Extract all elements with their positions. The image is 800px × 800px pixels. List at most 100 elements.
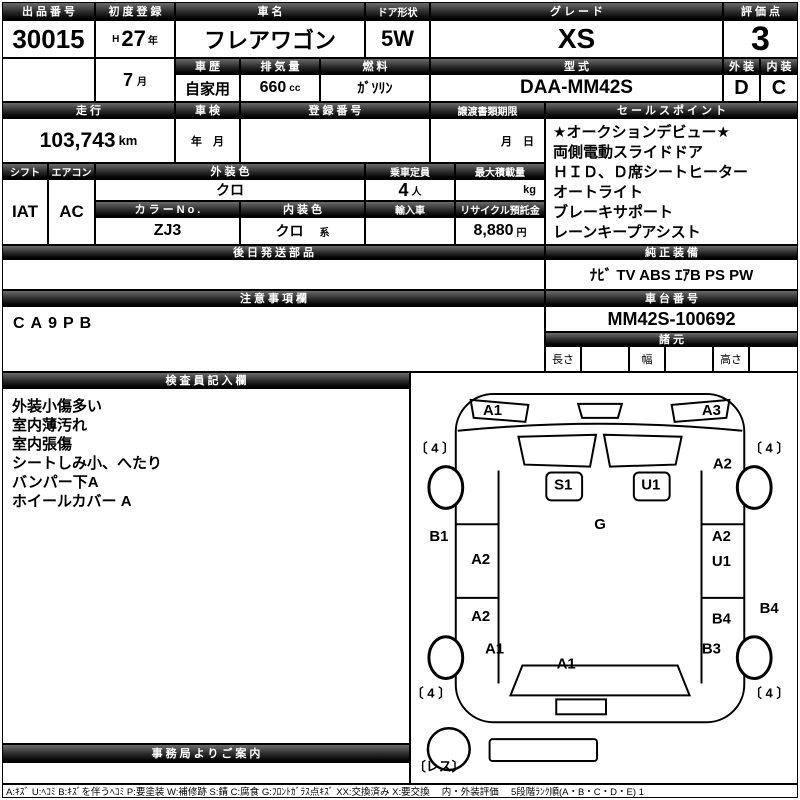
width-value [665,346,713,372]
height-value [749,346,798,372]
registration-number-header: 登録番号 [240,102,430,118]
door-seams [455,523,745,599]
recycle-amount: 8,880 [473,222,514,239]
length-value [581,346,629,372]
history-header: 車歴 [175,58,240,74]
width-label: 幅 [629,346,665,372]
mileage-value: 103,743 km [2,118,175,163]
exterior-color-header: 外装色 [95,163,365,179]
displacement-number: 660 [259,79,287,96]
damage-mark: 〔 4 〕 [415,441,455,456]
wheel-front-right [735,465,773,510]
exterior-color-value: クロ [95,179,365,201]
exterior-grade: D [723,74,760,102]
interior-color-name: クロ [275,223,304,239]
interior-header: 内装 [760,58,798,74]
interior-color-value: クロ 系 [240,217,365,245]
damage-mark: 〔レス〕 [413,759,465,774]
wheel-front-left [427,465,465,510]
list-line: 両側電動スライドドア [553,144,704,161]
damage-mark: A3 [702,402,721,419]
exterior-header: 外装 [723,58,760,74]
list-line: 室内薄汚れ [12,417,88,434]
color-no-value: ZJ3 [95,217,240,245]
shift-value: IAT [2,179,48,245]
max-load-header: 最大積載量 [455,163,545,179]
displacement-value: 660 cc [240,74,320,102]
damage-mark: A2 [713,456,732,473]
headlight-left [469,398,530,423]
mileage-header: 走行 [2,102,175,118]
import-car-value [365,217,455,245]
damage-mark: 〔 4 〕 [411,685,451,700]
inspector-notes-header: 検査員記入欄 [2,372,410,388]
fuel-header: 燃料 [320,58,430,74]
list-line: オートライト [553,184,644,201]
office-info-header: 事務局よりご案内 [2,744,410,762]
office-info-value [2,762,410,784]
rear-window [509,664,692,697]
recycle-deposit-header: リサイクル預託金 [455,201,545,217]
grade-value: XS [430,20,723,58]
score-value: 3 [723,20,798,58]
lot-number-value: 30015 [2,20,95,58]
later-parts-value [2,259,545,290]
height-label: 高さ [713,346,749,372]
damage-mark: B4 [760,600,780,617]
sales-points-header: セールスポイント [545,102,798,118]
transfer-deadline-value: 月 日 [430,118,545,163]
shift-header: シフト [2,163,48,179]
fuel-value: ｶﾞｿﾘﾝ [320,74,430,102]
damage-mark: B3 [702,641,721,658]
first-registration-header: 初度登録 [95,2,175,20]
list-line: 外装小傷多い [12,398,103,415]
interior-color-suffix: 系 [319,227,330,239]
windshield-right [602,433,683,468]
damage-mark: G [594,516,606,533]
wheel-rear-left [427,635,465,680]
list-line: シートしみ小、へたり [12,455,163,472]
recycle-deposit-value: 8,880 円 [455,217,545,245]
damage-mark: 〔 4 〕 [749,441,789,456]
damage-mark: A2 [712,528,731,545]
under-body-part [488,738,599,763]
interior-color-header: 内装色 [240,201,365,217]
car-name-header: 車名 [175,2,365,20]
damage-mark: B4 [712,611,732,628]
list-line: 室内張傷 [12,436,73,453]
era-label: H [112,33,120,45]
equipment-value: ﾅﾋﾞ TV ABS ｴｱB PS PW [545,259,798,290]
damage-mark: A2 [471,551,490,568]
capacity-header: 乗車定員 [365,163,455,179]
capacity-unit: 人 [411,186,422,198]
transfer-deadline-header: 譲渡書類期限 [430,102,545,118]
reg-month: 7 [122,69,133,90]
aircon-header: エアコン [48,163,95,179]
damage-mark: A1 [485,641,504,658]
mileage-number: 103,743 [39,128,116,152]
lot-number-header: 出品番号 [2,2,95,20]
displacement-unit: cc [289,82,301,94]
inspection-value: 年 月 [175,118,240,163]
list-line: ＨＩＤ、Ｄ席シートヒーター [553,164,749,181]
displacement-header: 排気量 [240,58,320,74]
chassis-number-header: 車台番号 [545,290,798,306]
list-line: ★オークションデビュー★ [553,124,730,141]
max-load-value: kg [455,179,545,201]
damage-mark: U1 [641,476,660,493]
damage-mark: 〔 4 〕 [749,685,789,700]
front-grille [576,402,624,419]
legend-text: A:ｷｽﾞ U:ﾍｺﾐ B:ｷｽﾞを伴うﾍｺﾐ P:要塗装 W:補修跡 S:錆 … [2,784,798,798]
dimensions-header: 諸元 [545,332,798,346]
model-code-header: 型式 [430,58,723,74]
car-name-value: フレアワゴン [175,20,365,58]
notes-header: 注意事項欄 [2,290,545,306]
capacity-value: 4 人 [365,179,455,201]
damage-mark: A1 [557,656,576,673]
interior-grade: C [760,74,798,102]
first-registration-month: 7 月 [95,58,175,102]
spare-tire [426,726,471,772]
